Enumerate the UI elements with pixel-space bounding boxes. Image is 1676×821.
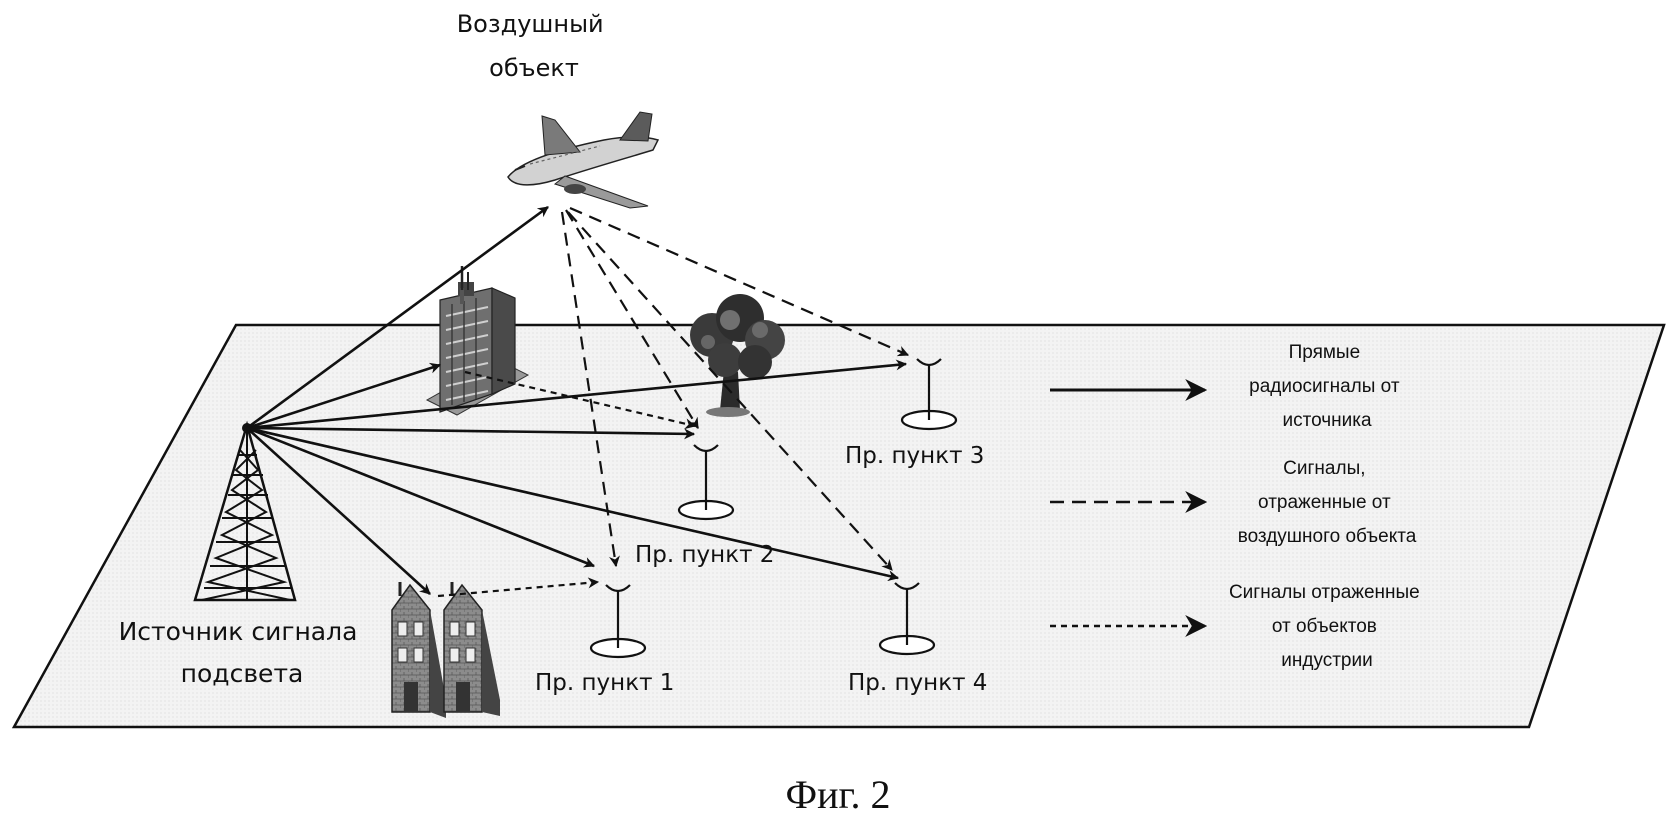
point4-label: Пр. пункт 4 (848, 670, 987, 696)
airplane-icon (507, 111, 660, 209)
legend-air-reflected-text: Сигналы, отраженные от воздушного объект… (1238, 458, 1417, 547)
receiver-antenna-icon (589, 584, 647, 659)
legend-industry-reflected-text: Сигналы отраженные от объектов индустрии (1229, 582, 1425, 671)
houses-icon (391, 582, 500, 718)
aircraft-label: Воздушный объект (457, 10, 612, 82)
point3-label: Пр. пункт 3 (845, 443, 984, 469)
direct-signals (246, 205, 908, 595)
office-building-icon (425, 266, 530, 416)
air-reflected-signals (560, 206, 910, 571)
figure-caption: Фиг. 2 (786, 772, 891, 817)
point1-label: Пр. пункт 1 (535, 670, 674, 696)
source-label: Источник сигнала подсвета (119, 617, 366, 688)
legend-direct-text: Прямые радиосигналы от источника (1249, 342, 1405, 431)
tree-icon (690, 294, 785, 417)
point2-label: Пр. пункт 2 (635, 542, 774, 568)
receiver-antenna-icon (900, 358, 958, 431)
industry-reflected-signals (437, 370, 697, 598)
receiver-antenna-icon (878, 582, 936, 656)
receiver-antenna-icon (677, 444, 735, 521)
